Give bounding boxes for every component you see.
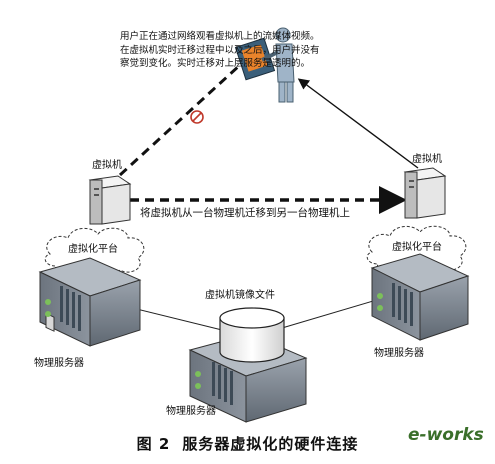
server-left-icon (38, 257, 142, 347)
server-left-label: 物理服务器 (34, 358, 84, 369)
user-note: 用户正在通过网络观看虚拟机上的流媒体视频。在虚拟机实时迁移过程中以及之后，用户并… (120, 31, 320, 69)
server-right-icon (370, 253, 470, 341)
storage-label: 虚拟机镜像文件 (205, 290, 275, 301)
figure-caption: 图 2 服务器虚拟化的硬件连接 (0, 433, 495, 454)
vm-right-label: 虚拟机 (412, 154, 442, 165)
platform-right-label: 虚拟化平台 (392, 242, 442, 253)
right-to-user-arrow (297, 78, 419, 169)
image-storage-cylinder-icon (219, 307, 285, 363)
no-connection-icon (190, 110, 204, 124)
user-at-screen-icon (234, 27, 295, 103)
server-right-label: 物理服务器 (374, 348, 424, 359)
eworks-logo: e-works (408, 425, 484, 445)
migration-label: 将虚拟机从一台物理机迁移到另一台物理机上 (140, 207, 350, 219)
figure-number: 图 2 (136, 435, 171, 453)
logo-text: e-works (408, 425, 484, 445)
vm-right-tower-icon (403, 167, 447, 219)
figure-title: 服务器虚拟化的硬件连接 (182, 435, 359, 453)
vm-left-tower-icon (88, 175, 132, 225)
left-to-user-dashed (118, 63, 242, 177)
server-bottom-label: 物理服务器 (166, 406, 216, 417)
platform-left-label: 虚拟化平台 (68, 244, 118, 255)
vm-left-label: 虚拟机 (92, 160, 122, 171)
